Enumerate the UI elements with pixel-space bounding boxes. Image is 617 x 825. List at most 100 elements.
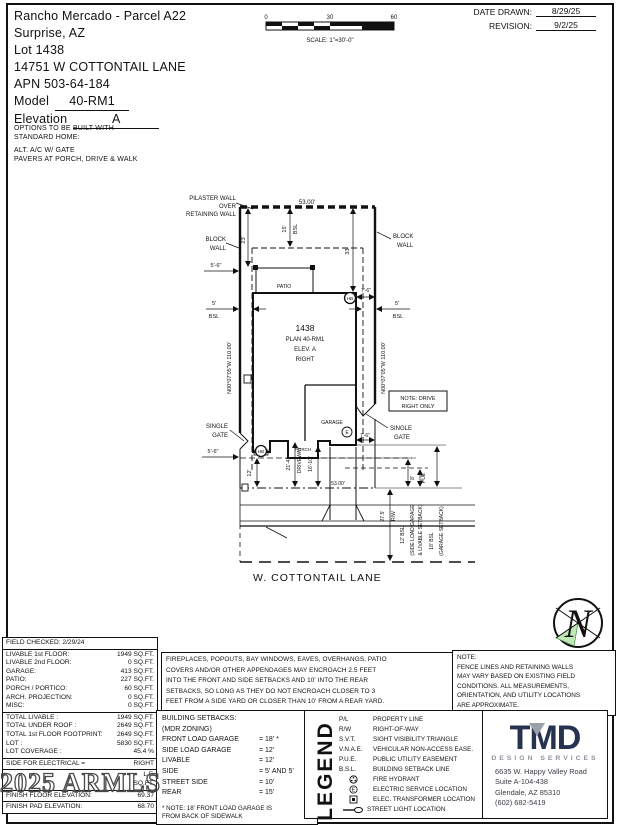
building-setbacks-box: BUILDING SETBACKS: (MDR ZONING) FRONT LO… (156, 710, 318, 825)
patio-post (253, 265, 258, 270)
scale-bar: 0 30 60 SCALE: 1"=30'-0" (264, 15, 398, 44)
block-wall-right-label: BLOCK (393, 234, 413, 240)
elevation-value: A (73, 111, 160, 129)
hand-label: RIGHT (296, 357, 315, 363)
legend-row: P.U.E.PUBLIC UTILITY EASEMENT (339, 755, 458, 763)
block-wall-right-leader (376, 231, 392, 240)
hose-bib-icon (254, 444, 268, 458)
elevation-plan-label: ELEV. A (294, 347, 316, 353)
area-summary-table: FIELD CHECKED: 2/29/24 LIVABLE 1st FLOOR… (2, 637, 158, 814)
dates-block: DATE DRAWN:8/29/25 REVISION:9/2/25 (470, 6, 596, 34)
bearing-left-label: N00°07'05"W 110.00' (227, 342, 233, 394)
dim-7-6-upper-label: 7'-6" (361, 288, 371, 294)
dim-15-label: 15' (282, 225, 288, 232)
options-line: OPTIONS TO BE BUILT WITH (14, 125, 114, 132)
options-line: PAVERS AT PORCH, DRIVE & WALK (14, 155, 138, 163)
table-row: PATIO:227 SQ.FT. (6, 676, 154, 684)
curb-ramp-mark (265, 526, 288, 539)
field-checked-label: FIELD CHECKED: 2/29/24 (6, 639, 85, 646)
legend-row: B.S.L.BUILDING SETBACK LINE (339, 766, 450, 774)
drive-note-box (388, 390, 448, 412)
apn: APN 503-64-184 (14, 77, 110, 91)
svg-text:OVER: OVER (219, 204, 237, 210)
porch-label: PORCH (295, 447, 312, 452)
fire-hydrant-icon (349, 775, 358, 784)
date-drawn-value: 8/29/25 (536, 6, 596, 17)
dim-8-label: 8' (410, 476, 416, 480)
electric-service-icon: E (349, 785, 358, 794)
dim-23-label: 23' (241, 236, 247, 243)
firm-tagline: DESIGN SERVICES (491, 755, 599, 762)
scale-tick-60: 60 (391, 15, 398, 21)
drive-note-line2: RIGHT ONLY (401, 404, 434, 410)
patio-outline (255, 267, 314, 293)
dim-5-6-upper-label: 5'-6" (211, 263, 222, 269)
options-line: STANDARD HOME: (14, 133, 80, 141)
options-notes: OPTIONS TO BE BUILT WITH STANDARD HOME: … (14, 125, 138, 164)
plan-name-label: PLAN 40-RM1 (286, 337, 325, 343)
transformer-icon (241, 483, 249, 492)
patio-label: PATIO (277, 284, 291, 290)
options-line: ALT. A/C W/ GATE (14, 147, 75, 154)
model-value: 40-RM1 (55, 93, 130, 111)
setback-row: REAR= 15' (162, 789, 275, 797)
table-row: PORCH / PORTICO:60 SQ.FT. (6, 684, 154, 692)
single-gate-right-leader (365, 413, 389, 429)
table-row: SQ.FT. (133, 779, 154, 787)
table-row: LIVABLE 2nd FLOOR:0 SQ.FT. (6, 659, 154, 667)
street-name-label: W. COTTONTAIL LANE (253, 572, 382, 584)
area-rows: LIVABLE 1st FLOOR:1949 SQ.FT. LIVABLE 2n… (3, 648, 157, 712)
block-wall-left-label: BLOCK (206, 237, 226, 243)
firm-phone: (602) 682-5419 (495, 798, 546, 808)
svg-text:RETAINING WALL: RETAINING WALL (186, 212, 237, 218)
elevation-label: Elevation (14, 112, 68, 126)
setbacks-footnote: * NOTE: 18' FRONT LOAD GARAGE IS FROM BA… (162, 804, 273, 821)
svg-text:E: E (345, 430, 349, 436)
block-wall-left-leader (225, 242, 240, 249)
site-address: 14751 W COTTONTAIL LANE (14, 60, 186, 74)
lot-number: Lot 1438 (14, 43, 65, 57)
table-row: TOTAL LIVABLE :1949 SQ.FT. (6, 713, 154, 721)
revision-value: 9/2/25 (536, 20, 596, 31)
pue-label: PUE (421, 472, 427, 483)
single-gate-left-label: SINGLE (206, 424, 228, 430)
svg-text:BSL: BSL (393, 314, 403, 320)
svg-text:WALL: WALL (397, 243, 414, 249)
table-row: LIVABLE 1st FLOOR:1949 SQ.FT. (6, 650, 154, 658)
dim-5-6-lower-label: 5'-6" (208, 449, 219, 455)
table-row: LOT COVERAGE :45.4 % (6, 748, 154, 756)
single-gate-right-label: SINGLE (390, 426, 412, 432)
dim-16-10-label: 16'-10" (308, 456, 314, 472)
svg-text:N: N (564, 601, 594, 646)
table-row: L.F. (143, 771, 154, 779)
svg-text:& LIVABLE SETBACK): & LIVABLE SETBACK) (418, 504, 424, 555)
setbacks-title: BUILDING SETBACKS: (162, 715, 237, 722)
site-plan: 53.00' PILASTER WALL OVER RETAINING WALL… (186, 196, 475, 584)
firm-block: TMD DESIGN SERVICES 6635 W. Happy Valley… (482, 710, 608, 819)
city: Surprise, AZ (14, 26, 86, 40)
svg-text:(SIDE LOAD GARAGE: (SIDE LOAD GARAGE (410, 504, 416, 556)
legend-row: E ELECTRIC SERVICE LOCATION (339, 785, 481, 795)
table-row: MISC:0 SQ.FT. (6, 702, 154, 710)
svg-text:TMD: TMD (510, 719, 581, 755)
scale-text: SCALE: 1"=30'-0" (306, 38, 353, 44)
date-drawn-label: DATE DRAWN: (473, 7, 532, 17)
electric-service-icon (341, 426, 353, 438)
model-row: Model 40-RM1 (14, 93, 186, 111)
electrical-row: SIDE FOR ELECTRICAL =RIGHT (3, 757, 157, 770)
ac-unit-icon (243, 374, 252, 384)
dim-5-left-label: 5' (212, 301, 216, 307)
setback-row: SIDE LOAD GARAGE= 12' (162, 746, 275, 754)
model-label: Model (14, 94, 50, 108)
armls-watermark: 2025 ARMLS (0, 767, 161, 799)
field-conditions-note: NOTE: FENCE LINES AND RETAINING WALLS MA… (452, 650, 616, 716)
setback-row: LIVABLE= 12' (162, 757, 275, 765)
legend-row: S.V.T.SIGHT VISIBILITY TRIANGLE (339, 735, 459, 743)
totals-rows: TOTAL LIVABLE :1949 SQ.FT. TOTAL UNDER R… (3, 711, 157, 758)
svg-text:HB: HB (347, 296, 353, 301)
dim-5-right-label: 5' (395, 301, 399, 307)
setback-row: FRONT LOAD GARAGE= 18' * (162, 736, 279, 744)
street-light-icon (343, 806, 363, 813)
setback-row: SIDE= 5' AND 5' (162, 767, 294, 775)
